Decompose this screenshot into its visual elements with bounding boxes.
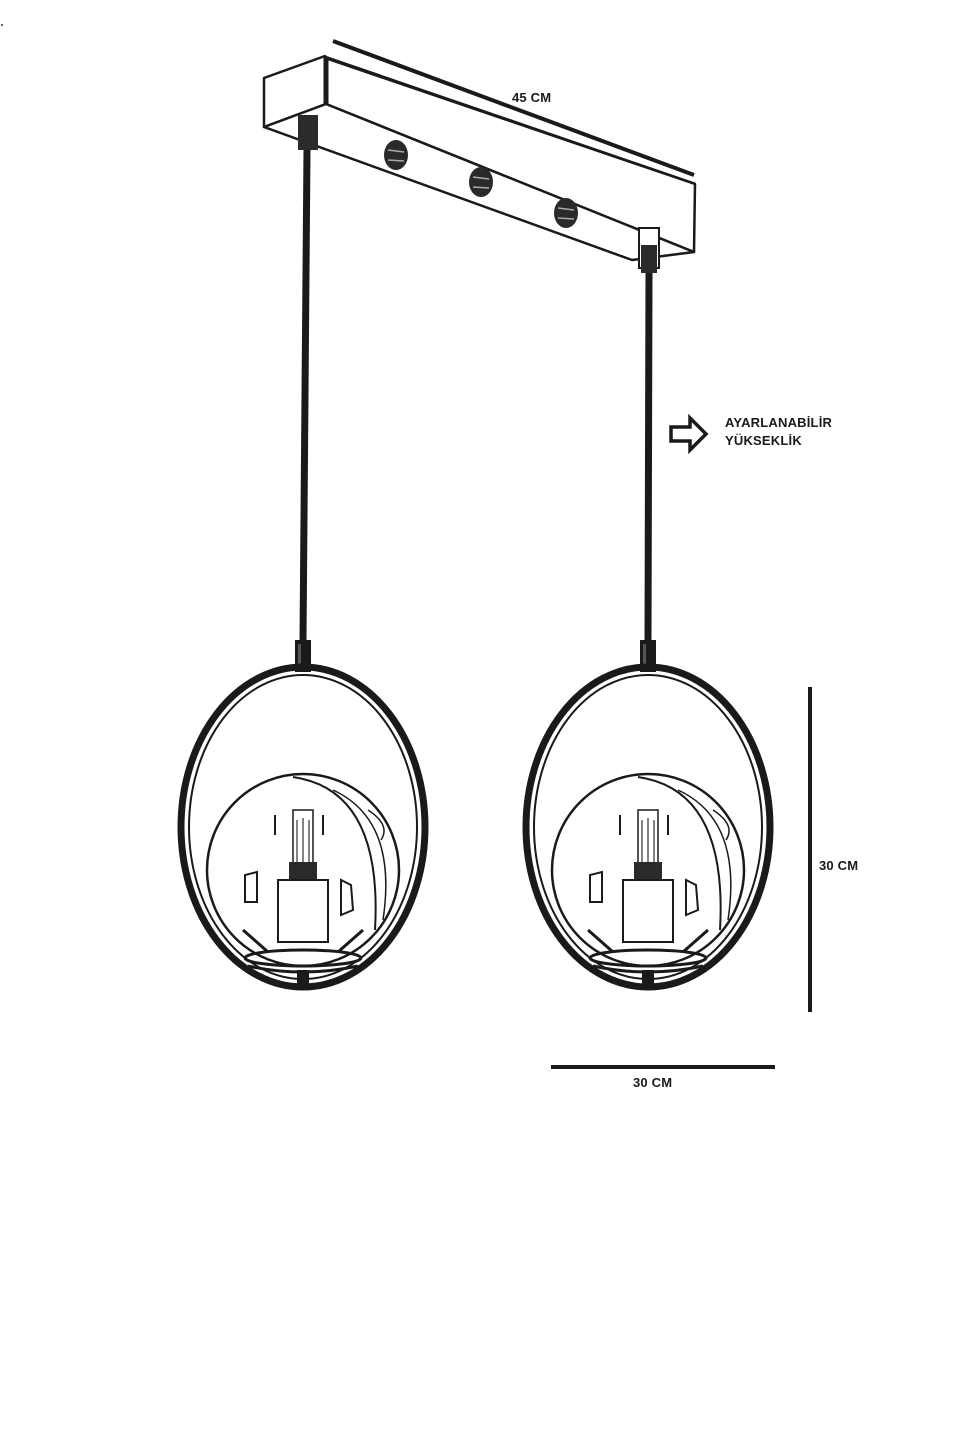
right-pendant	[526, 640, 770, 988]
left-pendant	[181, 640, 425, 988]
stray-mark	[0, 23, 4, 27]
left-cable	[299, 149, 311, 641]
right-cable-grip	[638, 227, 660, 273]
mount-bolt-3	[554, 198, 578, 228]
arrow-right-outline-icon	[669, 413, 709, 455]
pendant-height-label: 30 CM	[819, 858, 859, 873]
left-cable-grip	[298, 115, 318, 150]
pendant-width-label: 30 CM	[633, 1075, 673, 1090]
adjustable-height-line1: AYARLANABİLİR	[725, 415, 833, 430]
canopy-dimension-line	[332, 39, 695, 177]
adjustable-height-label: AYARLANABİLİR YÜKSEKLİK	[725, 414, 832, 450]
ceiling-canopy	[262, 54, 697, 262]
right-cable	[644, 272, 653, 641]
mount-bolt-1	[384, 140, 408, 170]
canopy-width-label: 45 CM	[512, 90, 552, 105]
adjustable-height-line2: YÜKSEKLİK	[725, 433, 802, 448]
mount-bolt-2	[469, 167, 493, 197]
